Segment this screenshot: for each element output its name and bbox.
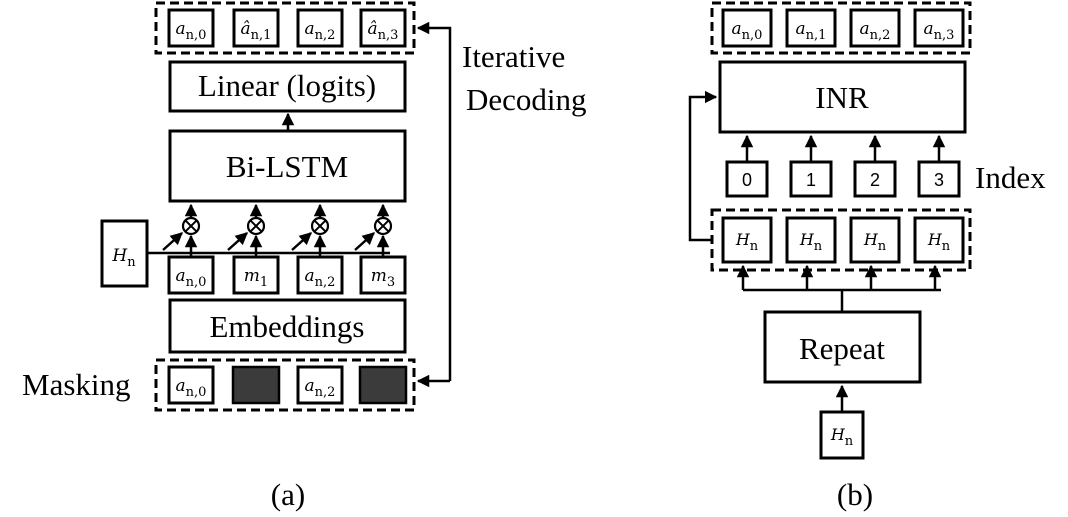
repeated-state: Hn bbox=[927, 230, 951, 254]
caption-b: (b) bbox=[837, 477, 873, 512]
masked-input-box bbox=[167, 365, 215, 405]
hidden-to-multiply-arrow bbox=[227, 232, 248, 251]
repeated-state-box bbox=[913, 216, 965, 264]
index-value: 0 bbox=[742, 170, 752, 190]
index-value: 3 bbox=[934, 170, 944, 190]
index-box bbox=[853, 160, 897, 198]
repeated-state-box bbox=[849, 216, 901, 264]
output-token-a: an,0 bbox=[176, 19, 207, 43]
inr-box bbox=[718, 60, 967, 134]
embedding-input-token: m1 bbox=[244, 266, 268, 290]
output-token-box-b bbox=[721, 8, 773, 48]
bilstm-box bbox=[168, 129, 407, 203]
multiply-node bbox=[310, 216, 330, 236]
input-state-box bbox=[819, 410, 865, 460]
repeat-box bbox=[763, 310, 922, 384]
output-group-a bbox=[154, 1, 416, 55]
iterative-arrow-up bbox=[416, 21, 452, 381]
repeated-state: Hn bbox=[799, 230, 823, 254]
caption-a: (a) bbox=[271, 477, 305, 512]
index-box bbox=[789, 160, 833, 198]
output-token-b: an,1 bbox=[796, 19, 827, 43]
index-value: 1 bbox=[806, 170, 816, 190]
output-token-a: ân,3 bbox=[368, 19, 399, 43]
output-token-box-b bbox=[785, 8, 837, 48]
embedding-input-box bbox=[359, 255, 407, 295]
iterative-label-2: Decoding bbox=[466, 82, 587, 117]
output-token-b: an,2 bbox=[860, 19, 891, 43]
masking-label: Masking bbox=[22, 367, 131, 402]
inr-label: INR bbox=[815, 80, 869, 115]
output-token-box-a bbox=[359, 8, 407, 48]
hidden-to-multiply-arrow bbox=[162, 232, 183, 251]
masked-input-token: an,2 bbox=[305, 376, 336, 400]
embeddings-label: Embeddings bbox=[210, 309, 365, 344]
iterative-label-1: Iterative bbox=[462, 39, 565, 74]
masked-input-token: an,0 bbox=[176, 376, 207, 400]
hidden-state-a: Hn bbox=[111, 246, 136, 270]
mask-token bbox=[358, 365, 408, 405]
hidden-to-multiply-arrow bbox=[354, 232, 375, 251]
embeddings-box bbox=[168, 298, 407, 354]
multiply-node bbox=[246, 216, 266, 236]
embedding-input-token: an,2 bbox=[305, 266, 336, 290]
repeat-label: Repeat bbox=[799, 331, 885, 366]
output-group-b bbox=[710, 1, 972, 55]
masking-group bbox=[154, 358, 416, 412]
hidden-state-box-a bbox=[100, 219, 149, 288]
output-token-b: an,3 bbox=[924, 19, 955, 43]
output-token-box-b bbox=[849, 8, 901, 48]
output-token-a: an,2 bbox=[305, 19, 336, 43]
embedding-input-token: m3 bbox=[371, 266, 395, 290]
input-state: Hn bbox=[830, 425, 854, 449]
panel-a: an,0 ân,1 an,2 ân,3 Linear (logits) Bi-LSTM… bbox=[22, 1, 587, 512]
multiply-node bbox=[181, 216, 201, 236]
output-token-box-a bbox=[167, 8, 215, 48]
index-value: 2 bbox=[870, 170, 880, 190]
embedding-input-token: an,0 bbox=[176, 266, 207, 290]
mask-token bbox=[231, 365, 281, 405]
index-box bbox=[725, 160, 769, 198]
index-box bbox=[917, 160, 961, 198]
index-label: Index bbox=[975, 160, 1046, 195]
multiply-node bbox=[373, 216, 393, 236]
repeated-state: Hn bbox=[863, 230, 887, 254]
output-token-box-a bbox=[296, 8, 344, 48]
feedback-arrow bbox=[688, 90, 718, 242]
repeated-state-box bbox=[721, 216, 773, 264]
hidden-to-multiply-arrow bbox=[291, 232, 312, 251]
output-token-a: ân,1 bbox=[241, 19, 272, 43]
output-token-box-a bbox=[232, 8, 280, 48]
masked-input-box bbox=[296, 365, 344, 405]
repeated-state-box bbox=[785, 216, 837, 264]
output-token-box-b bbox=[913, 8, 965, 48]
linear-box bbox=[168, 60, 407, 113]
bilstm-label: Bi-LSTM bbox=[226, 149, 348, 184]
repeated-state: Hn bbox=[735, 230, 759, 254]
linear-label: Linear (logits) bbox=[198, 68, 376, 103]
output-token-b: an,0 bbox=[732, 19, 763, 43]
